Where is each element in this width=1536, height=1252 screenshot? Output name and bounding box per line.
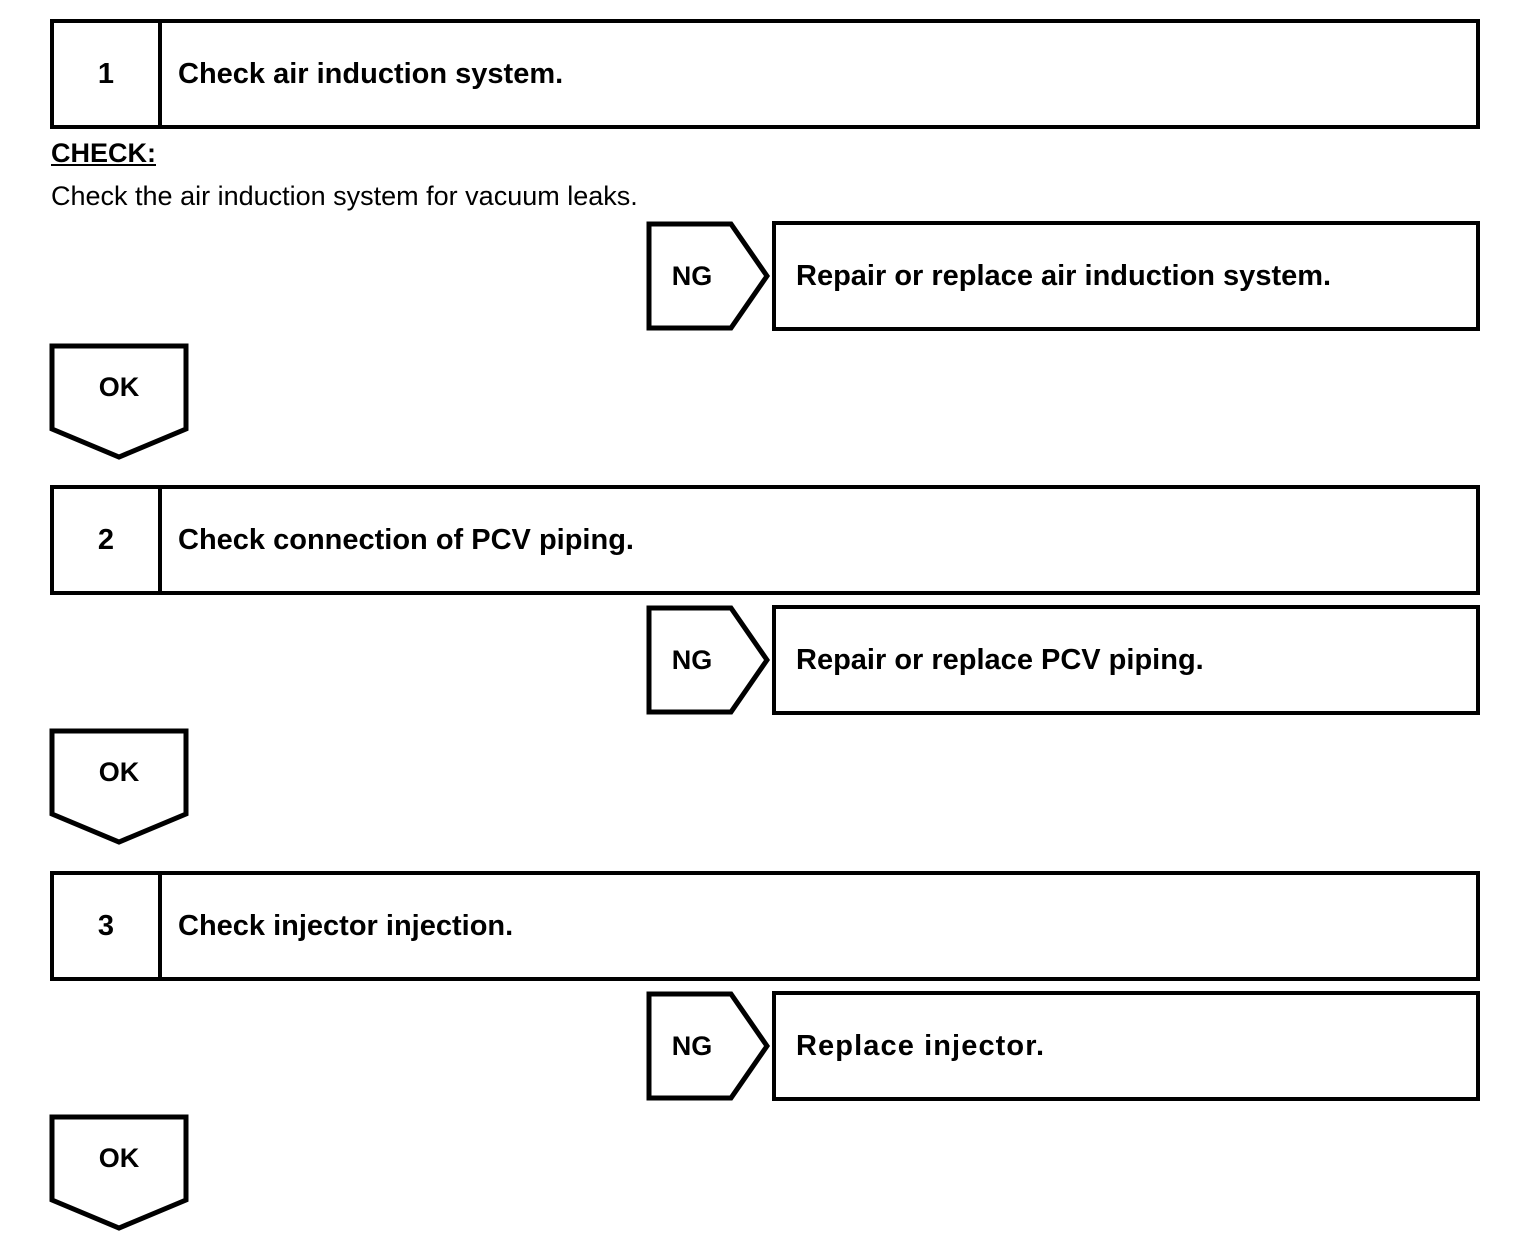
step-2-bar: 2 Check connection of PCV piping. [50,485,1480,595]
step-2-ok-label: OK [98,756,140,787]
step-3-title: Check injector injection. [178,909,514,942]
step-3-ng-label: NG [671,1030,713,1061]
check-heading: CHECK: [51,138,156,168]
step-1-title: Check air induction system. [178,57,564,90]
ok-pentagon-icon [49,1114,189,1231]
step-1-ng-label: NG [671,260,713,291]
ok-pentagon-icon [49,343,189,460]
check-body-text: Check the air induction system for vacuu… [51,181,638,211]
step-3-ok-label: OK [98,1142,140,1173]
step-1-ok-tag: OK [49,343,189,460]
step-2-ng-tag: NG [646,605,770,715]
ng-pentagon-icon [646,605,770,715]
step-2-title: Check connection of PCV piping. [178,523,634,556]
step-3-number: 3 [54,875,162,977]
ng-pentagon-icon [646,221,770,331]
ng-pentagon-icon [646,991,770,1101]
step-2-ok-tag: OK [49,728,189,845]
step-2-number: 2 [54,489,162,591]
step-1-ng-tag: NG [646,221,770,331]
step-1-ok-label: OK [98,371,140,402]
step-3-bar: 3 Check injector injection. [50,871,1480,981]
step-1-check-block: CHECK: Check the air induction system fo… [51,140,951,210]
ok-pentagon-icon [49,728,189,845]
step-1-bar: 1 Check air induction system. [50,19,1480,129]
step-3-ok-tag: OK [49,1114,189,1231]
step-1-ng-result-box: Repair or replace air induction system. [772,221,1480,331]
step-3-ng-result-box: Replace injector. [772,991,1480,1101]
step-2-ng-result-box: Repair or replace PCV piping. [772,605,1480,715]
step-3-ng-tag: NG [646,991,770,1101]
step-2-ng-label: NG [671,644,713,675]
step-1-number: 1 [54,23,162,125]
